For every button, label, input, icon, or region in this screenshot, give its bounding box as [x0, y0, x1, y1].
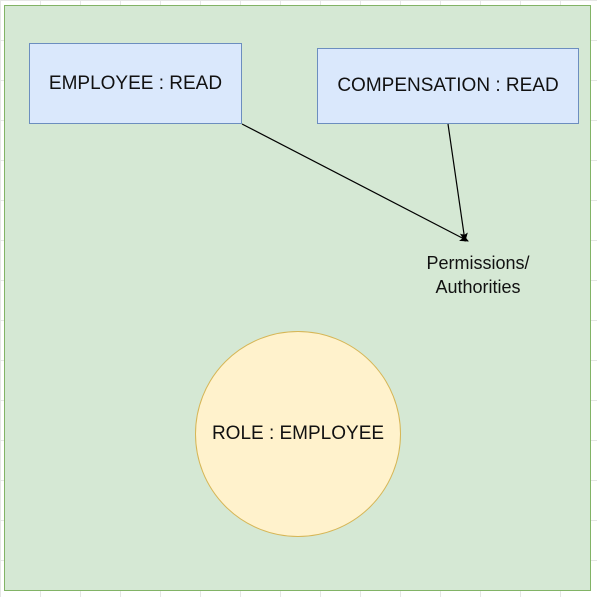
compensation-read-label: COMPENSATION : READ: [337, 75, 559, 96]
permissions-label-line2: Authorities: [435, 277, 521, 297]
employee-read-box[interactable]: EMPLOYEE : READ: [29, 43, 242, 124]
permissions-label-line1: Permissions/: [426, 253, 530, 273]
employee-read-label: EMPLOYEE : READ: [48, 72, 223, 94]
role-employee-label: ROLE : EMPLOYEE: [211, 423, 385, 444]
permissions-authorities-label[interactable]: Permissions/ Authorities: [398, 251, 558, 299]
role-employee-circle[interactable]: ROLE : EMPLOYEE: [195, 331, 401, 537]
compensation-read-box[interactable]: COMPENSATION : READ: [317, 48, 579, 124]
